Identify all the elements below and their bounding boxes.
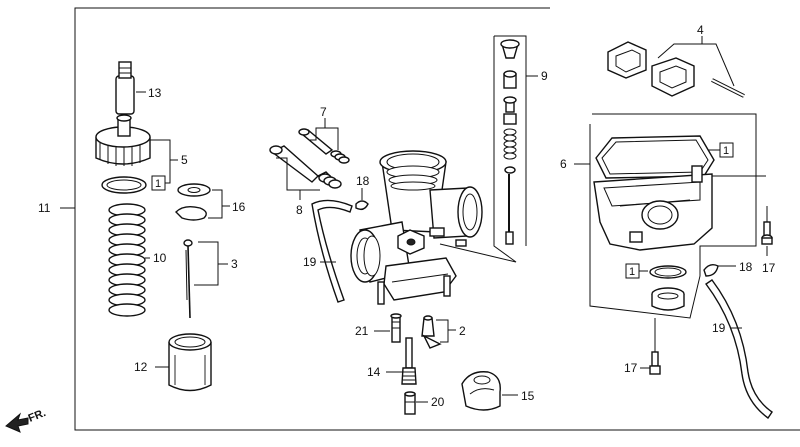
part-12-throttle-valve [168,333,212,392]
carburetor-body [350,150,483,305]
part-label-19-right: 19 [712,321,726,335]
part-18-hose-clip-left [355,200,369,211]
part-3-jet-needle [183,239,193,319]
leader-4 [657,43,735,87]
kit-box-left [151,175,166,191]
part-20-jet-holder [404,391,416,415]
front-direction-label: FR. [27,407,48,425]
kit-box-gasket-label: 1 [629,266,635,278]
part-19-tube-left [311,199,353,303]
part-14-needle-jet [401,337,417,385]
part-2-main-jet [421,315,442,349]
part-label-6: 6 [560,157,567,171]
part-label-14: 14 [367,365,381,379]
kit-box-bowl [719,142,734,158]
part-label-11: 11 [38,201,51,215]
part-label-8: 8 [296,203,303,217]
part-label-3: 3 [231,257,238,271]
part-5-top-cap [95,114,151,166]
part-17-screw-lower [649,318,661,375]
group-6-frame [589,113,757,319]
part-label-4: 4 [697,23,704,37]
part-label-12: 12 [134,360,148,374]
part-label-21: 21 [355,324,369,338]
part-label-2: 2 [459,324,466,338]
part-18-hose-clip-right [703,263,719,277]
part-8-air-screw [269,145,342,189]
part-4-float-set [607,41,745,98]
part-13-jet-holder [115,61,135,115]
leader-7 [310,127,339,150]
leader-8 [276,157,320,191]
assembly-frame-outline [74,7,800,431]
kit-box-left-label: 1 [155,178,161,190]
part-label-5: 5 [181,153,188,167]
part-label-13: 13 [148,86,162,100]
kit-box-bowl-label: 1 [723,145,729,157]
part-label-19-left: 19 [303,255,317,269]
part-9-adjuster-column [500,39,520,245]
part-21-pilot-jet [390,313,402,343]
part-label-10: 10 [153,251,167,265]
front-direction-arrow: FR. [5,407,48,433]
part-10-valve-spring [108,203,146,317]
part-label-17-lower: 17 [624,361,638,375]
part-15-float [461,371,501,411]
leader-2 [436,319,449,343]
leader-16 [208,189,223,219]
part-label-16: 16 [232,200,246,214]
leader-9-frame-right [494,35,527,246]
part-label-15: 15 [521,389,535,403]
part-label-18-left: 18 [356,174,370,188]
float-bowl [593,135,715,251]
part-19-tube-right [704,279,773,419]
part-label-20: 20 [431,395,445,409]
part-16-needle-holder [175,183,211,221]
part-label-18-right: 18 [739,260,753,274]
leader-9-frame [439,36,517,263]
part-label-9: 9 [541,69,548,83]
leader-3 [194,241,219,286]
part-label-17-right: 17 [762,261,776,275]
drain-plug [651,287,685,311]
part-7-idle-screw [298,128,350,164]
part-17-screw-right [761,206,773,245]
part-label-7: 7 [320,105,327,119]
